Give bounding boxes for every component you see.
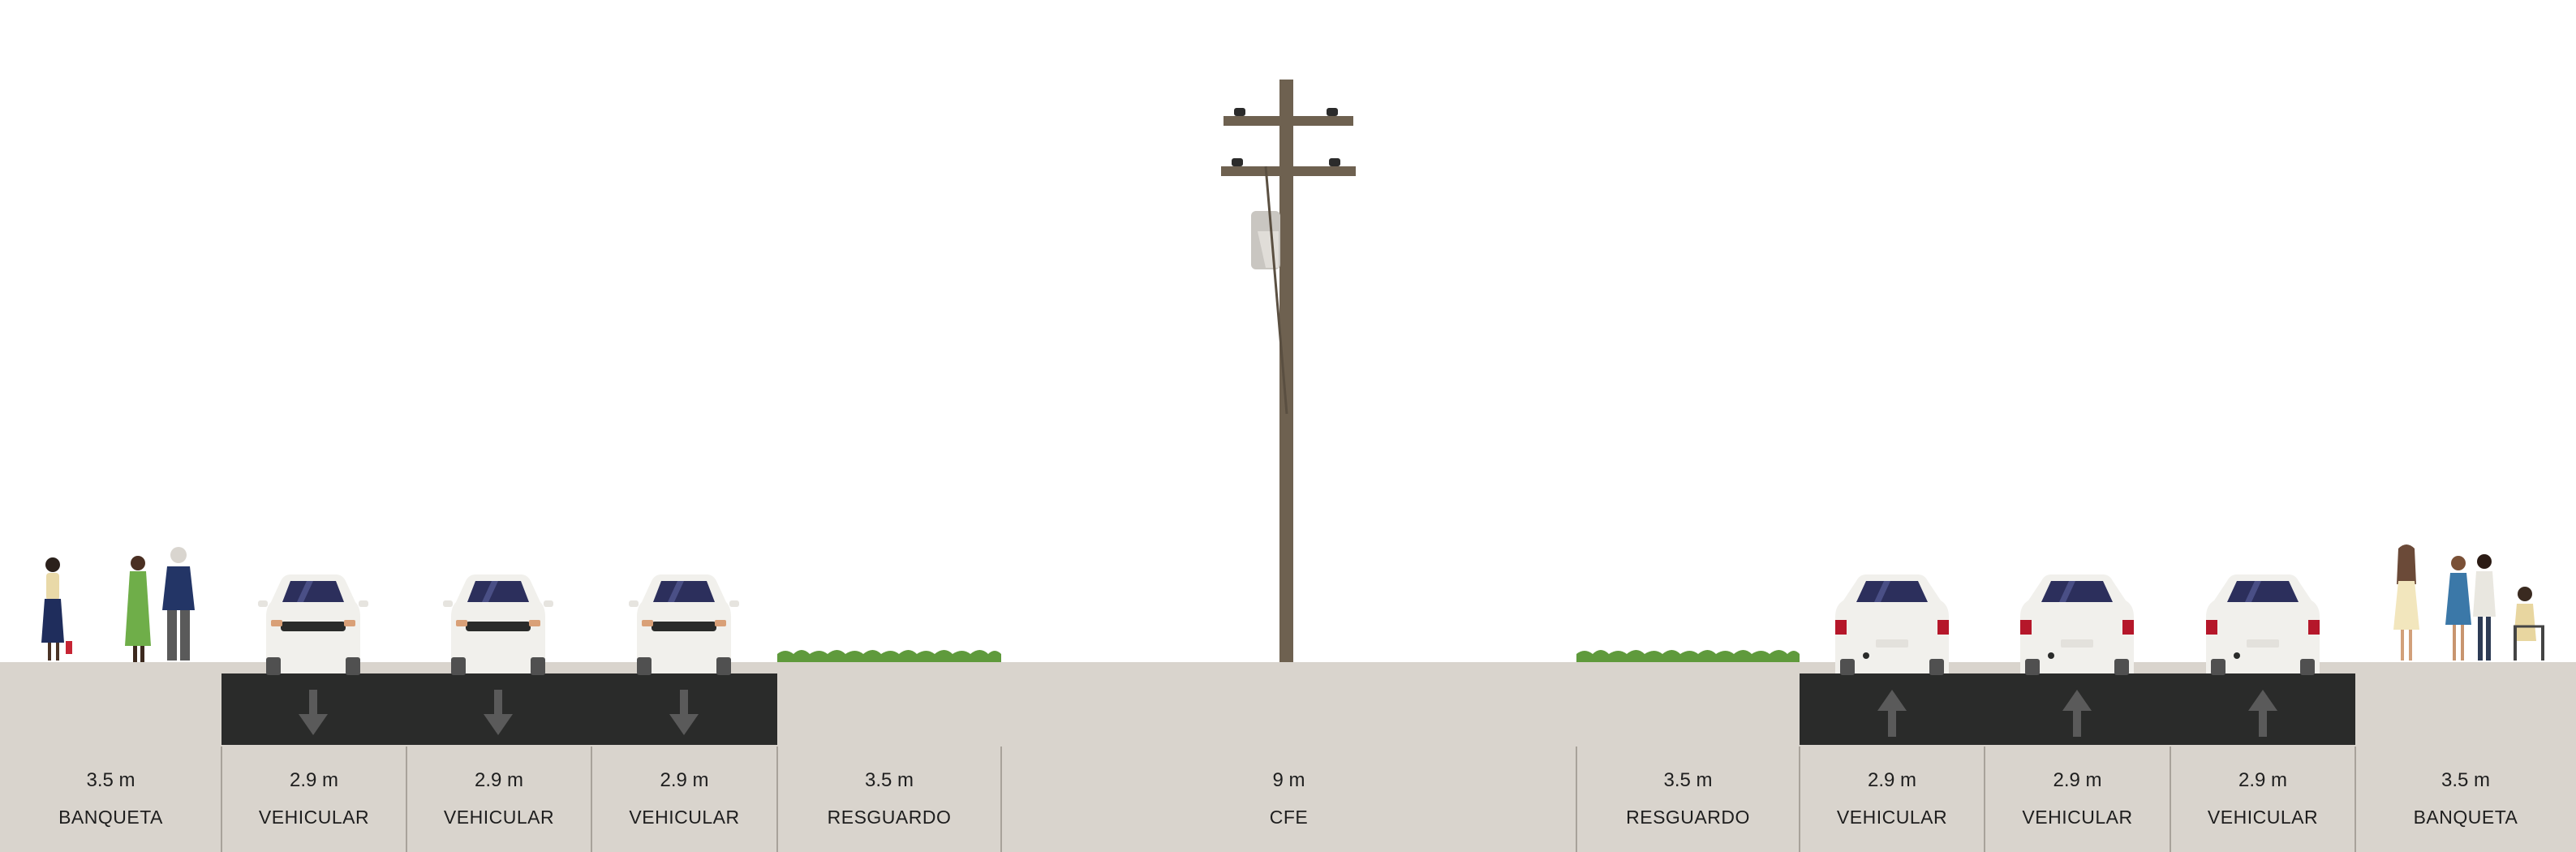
segment-name: VEHICULAR bbox=[443, 807, 555, 828]
car-front-icon bbox=[258, 574, 368, 675]
segment-divider bbox=[2170, 747, 2171, 852]
pedestrian-icon bbox=[2393, 544, 2419, 661]
segment-label: 3.5 m RESGUARDO bbox=[1576, 747, 1800, 852]
arrow-down-icon bbox=[299, 690, 328, 735]
segment-name: VEHICULAR bbox=[629, 807, 740, 828]
segment-label: 2.9 m VEHICULAR bbox=[406, 747, 591, 852]
segment-label: 2.9 m VEHICULAR bbox=[1985, 747, 2170, 852]
segment-divider bbox=[2355, 747, 2356, 852]
segment-label: 2.9 m VEHICULAR bbox=[2170, 747, 2355, 852]
segment-label: 3.5 m RESGUARDO bbox=[777, 747, 1001, 852]
segment-width: 2.9 m bbox=[2238, 769, 2288, 791]
segment-divider bbox=[406, 747, 407, 852]
segment-width: 2.9 m bbox=[474, 769, 524, 791]
arrow-down-icon bbox=[669, 690, 699, 735]
segment-width: 3.5 m bbox=[1663, 769, 1713, 791]
car-front-icon bbox=[443, 574, 553, 675]
segment-width: 3.5 m bbox=[86, 769, 135, 791]
arrow-up-icon bbox=[2248, 690, 2277, 737]
arrow-down-icon bbox=[484, 690, 513, 735]
pedestrian-icon bbox=[125, 556, 151, 662]
segment-width: 2.9 m bbox=[289, 769, 339, 791]
grass-icon bbox=[777, 650, 1001, 662]
segment-name: CFE bbox=[1269, 807, 1309, 828]
arrow-up-icon bbox=[1877, 690, 1907, 737]
segment-divider bbox=[1000, 747, 1002, 852]
car-rear-icon bbox=[1835, 574, 1949, 675]
pedestrian-icon bbox=[2514, 587, 2544, 661]
segment-divider bbox=[1576, 747, 1577, 852]
segment-divider bbox=[1984, 747, 1985, 852]
segment-name: RESGUARDO bbox=[1626, 807, 1750, 828]
pedestrian-icon bbox=[162, 547, 195, 661]
car-rear-icon bbox=[2206, 574, 2320, 675]
segment-name: VEHICULAR bbox=[1836, 807, 1948, 828]
segment-divider bbox=[776, 747, 778, 852]
segment-divider bbox=[1799, 747, 1800, 852]
pedestrian-icon bbox=[41, 557, 72, 661]
segment-width: 3.5 m bbox=[2441, 769, 2491, 791]
pedestrian-icon bbox=[2473, 554, 2496, 661]
segment-label: 2.9 m VEHICULAR bbox=[221, 747, 406, 852]
segment-name: BANQUETA bbox=[2413, 807, 2518, 828]
arrow-up-icon bbox=[2062, 690, 2092, 737]
segment-width: 3.5 m bbox=[864, 769, 914, 791]
segment-name: VEHICULAR bbox=[2022, 807, 2133, 828]
grass-icon bbox=[1576, 650, 1800, 662]
segment-name: RESGUARDO bbox=[827, 807, 952, 828]
car-rear-icon bbox=[2020, 574, 2134, 675]
segment-label: 9 m CFE bbox=[1001, 747, 1576, 852]
segment-width: 2.9 m bbox=[660, 769, 709, 791]
pedestrian-icon bbox=[2445, 556, 2471, 661]
segment-label: 3.5 m BANQUETA bbox=[2355, 747, 2576, 852]
segment-divider bbox=[221, 747, 222, 852]
segment-width: 9 m bbox=[1272, 769, 1305, 791]
car-front-icon bbox=[629, 574, 739, 675]
segment-divider bbox=[591, 747, 592, 852]
segment-label: 2.9 m VEHICULAR bbox=[1800, 747, 1985, 852]
segment-width: 2.9 m bbox=[1867, 769, 1917, 791]
segment-label: 2.9 m VEHICULAR bbox=[591, 747, 777, 852]
segment-label: 3.5 m BANQUETA bbox=[0, 747, 221, 852]
segment-name: BANQUETA bbox=[58, 807, 163, 828]
segment-width: 2.9 m bbox=[2053, 769, 2102, 791]
utility-pole-icon bbox=[1221, 80, 1356, 662]
segment-name: VEHICULAR bbox=[2207, 807, 2319, 828]
segment-name: VEHICULAR bbox=[258, 807, 370, 828]
